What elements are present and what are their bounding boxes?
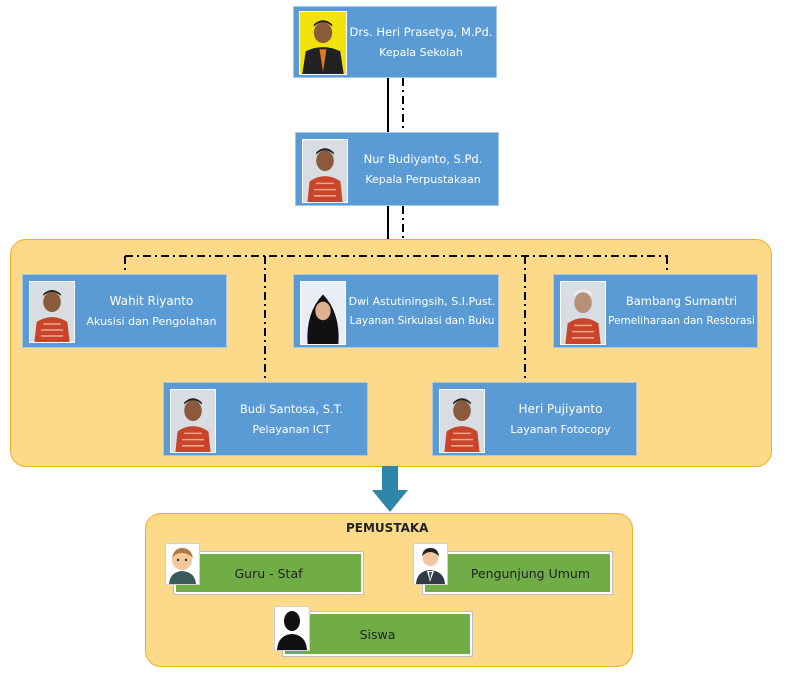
staff-role-heri: Layanan Fotocopy	[510, 422, 611, 436]
down-arrow-icon	[372, 466, 408, 512]
photo-head-librarian	[302, 139, 348, 203]
group-student[interactable]: Siswa	[282, 611, 473, 657]
staff-name-wahit: Wahit Riyanto	[109, 293, 194, 308]
staff-role-bambang: Pemeliharaan dan Restorasi	[608, 314, 755, 327]
group-general-visitor-label: Pengunjung Umum	[470, 565, 590, 581]
photo-staff-bambang	[560, 281, 606, 345]
student-silhouette-icon	[274, 606, 310, 651]
staff-role-dwi: Layanan Sirkulasi dan Buku	[349, 314, 495, 327]
staff-name-bambang: Bambang Sumantri	[625, 293, 738, 308]
photo-staff-wahit	[29, 281, 75, 343]
node-head-of-school[interactable]: Drs. Heri Prasetya, M.Pd. Kepala Sekolah	[293, 6, 497, 78]
group-general-visitor[interactable]: Pengunjung Umum	[422, 551, 613, 595]
group-teacher-staff[interactable]: Guru - Staf	[173, 551, 364, 595]
staff-name-dwi: Dwi Astutiningsih, S.I.Pust.	[348, 294, 496, 308]
users-panel-title: PEMUSTAKA	[346, 521, 429, 535]
node-staff-bambang[interactable]: Bambang Sumantri Pemeliharaan dan Restor…	[553, 274, 758, 348]
node-staff-wahit[interactable]: Wahit Riyanto Akusisi dan Pengolahan	[22, 274, 227, 348]
head-librarian-role: Kepala Perpustakaan	[365, 172, 481, 186]
photo-staff-heri	[439, 389, 485, 453]
node-head-librarian[interactable]: Nur Budiyanto, S.Pd. Kepala Perpustakaan	[295, 132, 499, 206]
group-teacher-staff-label: Guru - Staf	[234, 565, 303, 581]
teacher-icon	[165, 543, 200, 585]
businessman-icon	[413, 543, 448, 585]
staff-role-wahit: Akusisi dan Pengolahan	[86, 314, 217, 328]
photo-staff-dwi	[300, 281, 346, 345]
staff-name-budi: Budi Santosa, S.T.	[239, 401, 344, 416]
staff-name-heri: Heri Pujiyanto	[518, 401, 603, 416]
photo-head-of-school	[299, 11, 347, 75]
node-staff-budi[interactable]: Budi Santosa, S.T. Pelayanan ICT	[163, 382, 368, 456]
node-staff-dwi[interactable]: Dwi Astutiningsih, S.I.Pust. Layanan Sir…	[293, 274, 499, 348]
head-of-school-name: Drs. Heri Prasetya, M.Pd.	[349, 24, 493, 39]
staff-role-budi: Pelayanan ICT	[252, 422, 331, 436]
head-librarian-name: Nur Budiyanto, S.Pd.	[363, 151, 483, 166]
photo-staff-budi	[170, 389, 216, 453]
node-staff-heri[interactable]: Heri Pujiyanto Layanan Fotocopy	[432, 382, 637, 456]
head-of-school-role: Kepala Sekolah	[379, 45, 463, 59]
group-student-label: Siswa	[359, 626, 396, 642]
